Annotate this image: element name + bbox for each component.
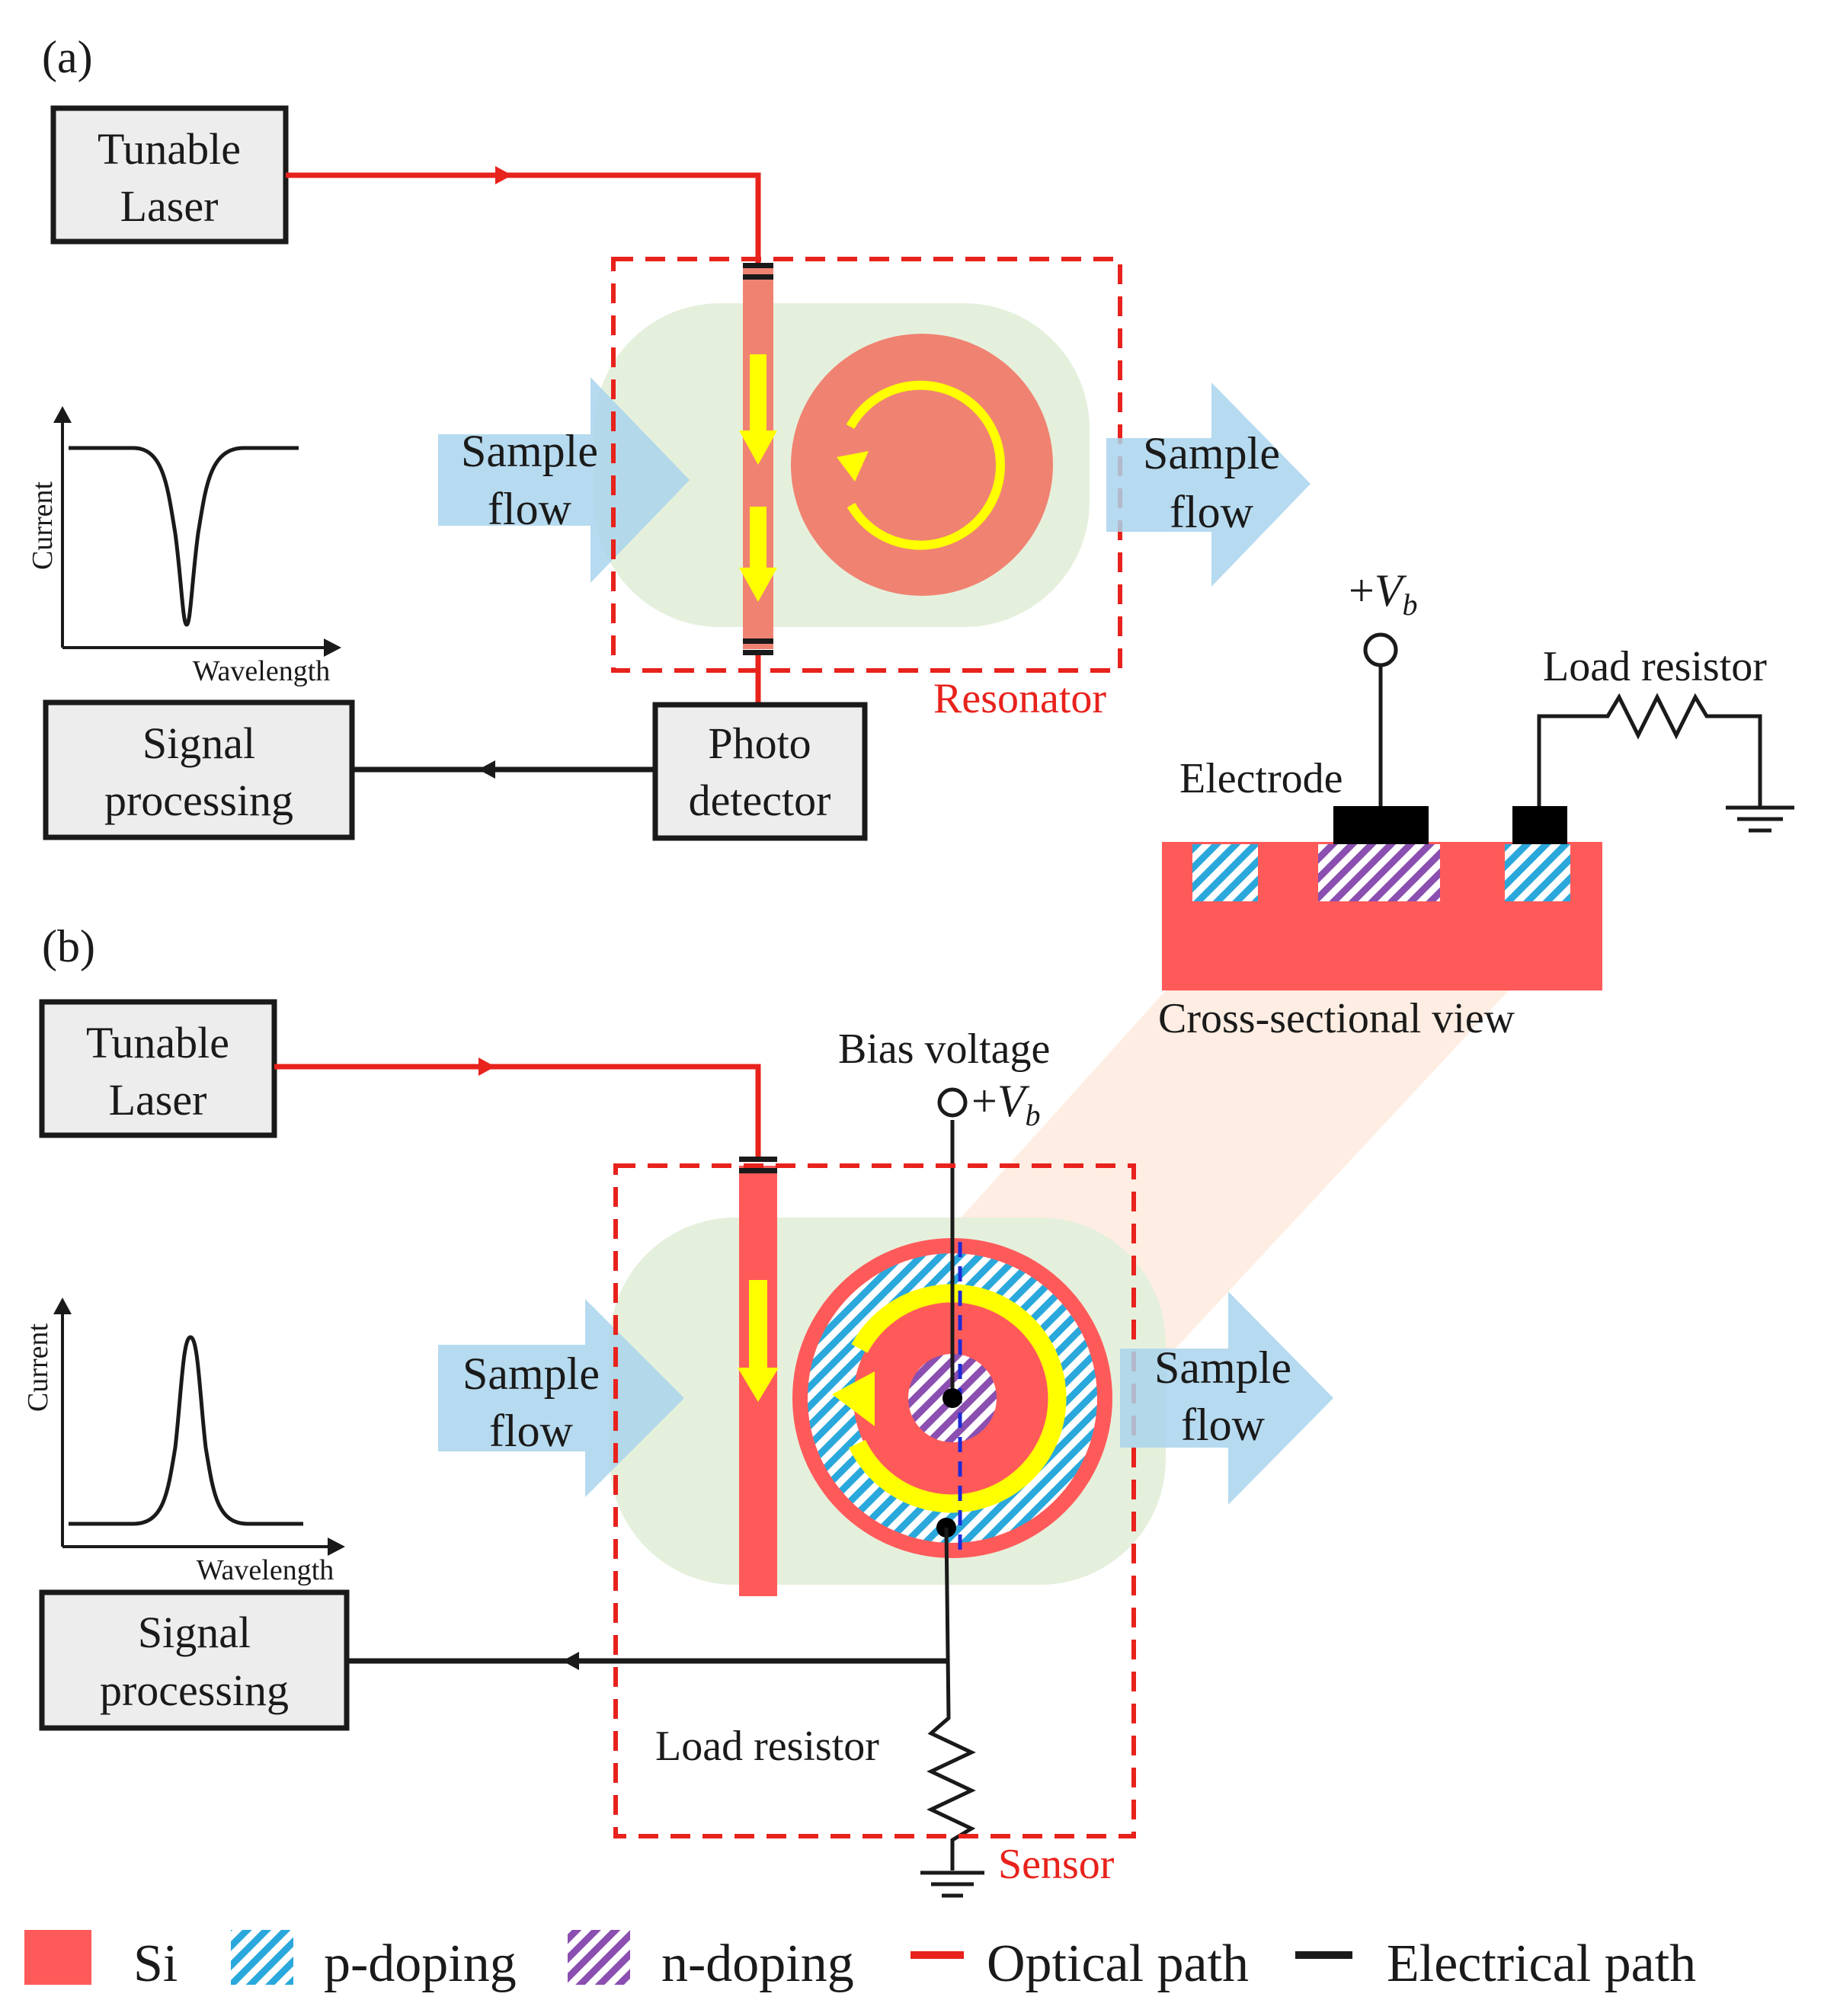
- circulating-arrow-a: [846, 380, 1005, 550]
- guide-arrow-a1: [739, 354, 777, 465]
- spectrum-plot-b: Current Wavelength: [22, 1298, 345, 1586]
- bias-terminal-b: [937, 1087, 968, 1118]
- vb-cross-label: +Vb: [1349, 565, 1418, 622]
- dip-curve: [69, 446, 299, 627]
- ring-resonator-a: [791, 334, 1053, 596]
- signal-a-line2: processing: [104, 776, 293, 825]
- legend-optical-label: Optical path: [987, 1934, 1249, 1993]
- signal-box-b: Signal processing: [39, 1589, 350, 1731]
- load-label-b: Load resistor: [655, 1723, 879, 1770]
- laser-a-line1: Tunable: [98, 124, 241, 174]
- legend-p-label: p-doping: [324, 1934, 517, 1993]
- contact-center: [943, 1388, 962, 1408]
- peak-curve: [69, 1335, 303, 1526]
- flow-out-a-line1: Sample: [1143, 428, 1280, 478]
- panel-a-label: (a): [42, 32, 93, 82]
- legend-si-swatch: [24, 1930, 91, 1985]
- optical-path-a-top: [286, 172, 761, 263]
- legend-n-label: n-doping: [661, 1934, 854, 1993]
- optical-arrow-b: [478, 1058, 495, 1076]
- spectrum-plot-a: Current Wavelength: [27, 406, 341, 687]
- legend-si-label: Si: [133, 1934, 178, 1993]
- load-label-cross: Load resistor: [1543, 643, 1767, 690]
- photodetector-line2: detector: [689, 776, 831, 825]
- vb-terminal-cross: [1363, 632, 1398, 667]
- sample-flow-out-a: Sample flow: [1106, 382, 1311, 587]
- resonator-label: Resonator: [933, 675, 1106, 722]
- laser-a-line2: Laser: [120, 181, 219, 231]
- photodetector-box: Photo detector: [652, 702, 868, 841]
- electrode-label: Electrode: [1179, 755, 1343, 802]
- sensor-label: Sensor: [998, 1841, 1115, 1888]
- flow-in-a-line1: Sample: [461, 426, 598, 476]
- panel-b-label: (b): [42, 921, 95, 971]
- flow-out-b-line2: flow: [1181, 1400, 1266, 1450]
- guide-arrow-a2: [739, 507, 777, 602]
- laser-b-line2: Laser: [109, 1075, 207, 1125]
- optical-arrow-a: [495, 166, 512, 184]
- signal-box-a: Signal processing: [43, 699, 355, 840]
- plot-a-xlabel: Wavelength: [193, 655, 331, 687]
- legend: Si p-doping n-doping Optical path Electr…: [24, 1930, 1696, 1993]
- photodetector-line1: Photo: [708, 718, 811, 768]
- flow-out-a-line2: flow: [1170, 487, 1254, 537]
- electrode-center: [1333, 806, 1429, 844]
- legend-p-swatch: [231, 1930, 293, 1985]
- signal-b-line1: Signal: [138, 1608, 251, 1657]
- sensor-box: [613, 1163, 1136, 1838]
- p-well-left: [1192, 844, 1258, 901]
- plot-b-ylabel: Current: [22, 1323, 54, 1413]
- guide-arrow-b: [738, 1280, 779, 1402]
- plot-b-xlabel: Wavelength: [197, 1554, 334, 1586]
- signal-b-line2: processing: [100, 1666, 289, 1715]
- circulating-arrow-b: [849, 1284, 1067, 1513]
- bias-voltage-label: Bias voltage: [838, 1026, 1050, 1073]
- plot-a-ylabel: Current: [27, 482, 59, 571]
- electrode-right: [1512, 806, 1567, 844]
- vb-bias-label: +Vb: [971, 1076, 1041, 1132]
- legend-n-swatch: [568, 1930, 630, 1985]
- n-well-center: [1318, 844, 1440, 901]
- laser-box-b: Tunable Laser: [39, 999, 277, 1138]
- sample-flow-in-b: Sample flow: [438, 1299, 684, 1497]
- flow-in-b-line2: flow: [489, 1406, 574, 1456]
- sample-flow-in-a: Sample flow: [438, 377, 690, 583]
- laser-b-line1: Tunable: [86, 1018, 229, 1067]
- optical-path-b-top: [274, 1064, 761, 1158]
- flow-in-b-line1: Sample: [462, 1349, 600, 1399]
- legend-electrical-label: Electrical path: [1387, 1934, 1696, 1993]
- panel-a: (a) Tunable Laser Sample flow: [27, 32, 1311, 841]
- load-resistor-cross: [1537, 693, 1762, 808]
- laser-box-a: Tunable Laser: [50, 105, 289, 245]
- panel-b: (b) Tunable Laser Sample flow: [22, 921, 1333, 1898]
- flow-in-a-line2: flow: [488, 484, 572, 534]
- signal-a-line1: Signal: [142, 718, 255, 768]
- cross-section-caption: Cross-sectional view: [1158, 995, 1515, 1042]
- sample-flow-out-b: Sample flow: [1120, 1291, 1333, 1505]
- flow-out-b-line1: Sample: [1154, 1342, 1291, 1393]
- p-well-right: [1505, 844, 1570, 901]
